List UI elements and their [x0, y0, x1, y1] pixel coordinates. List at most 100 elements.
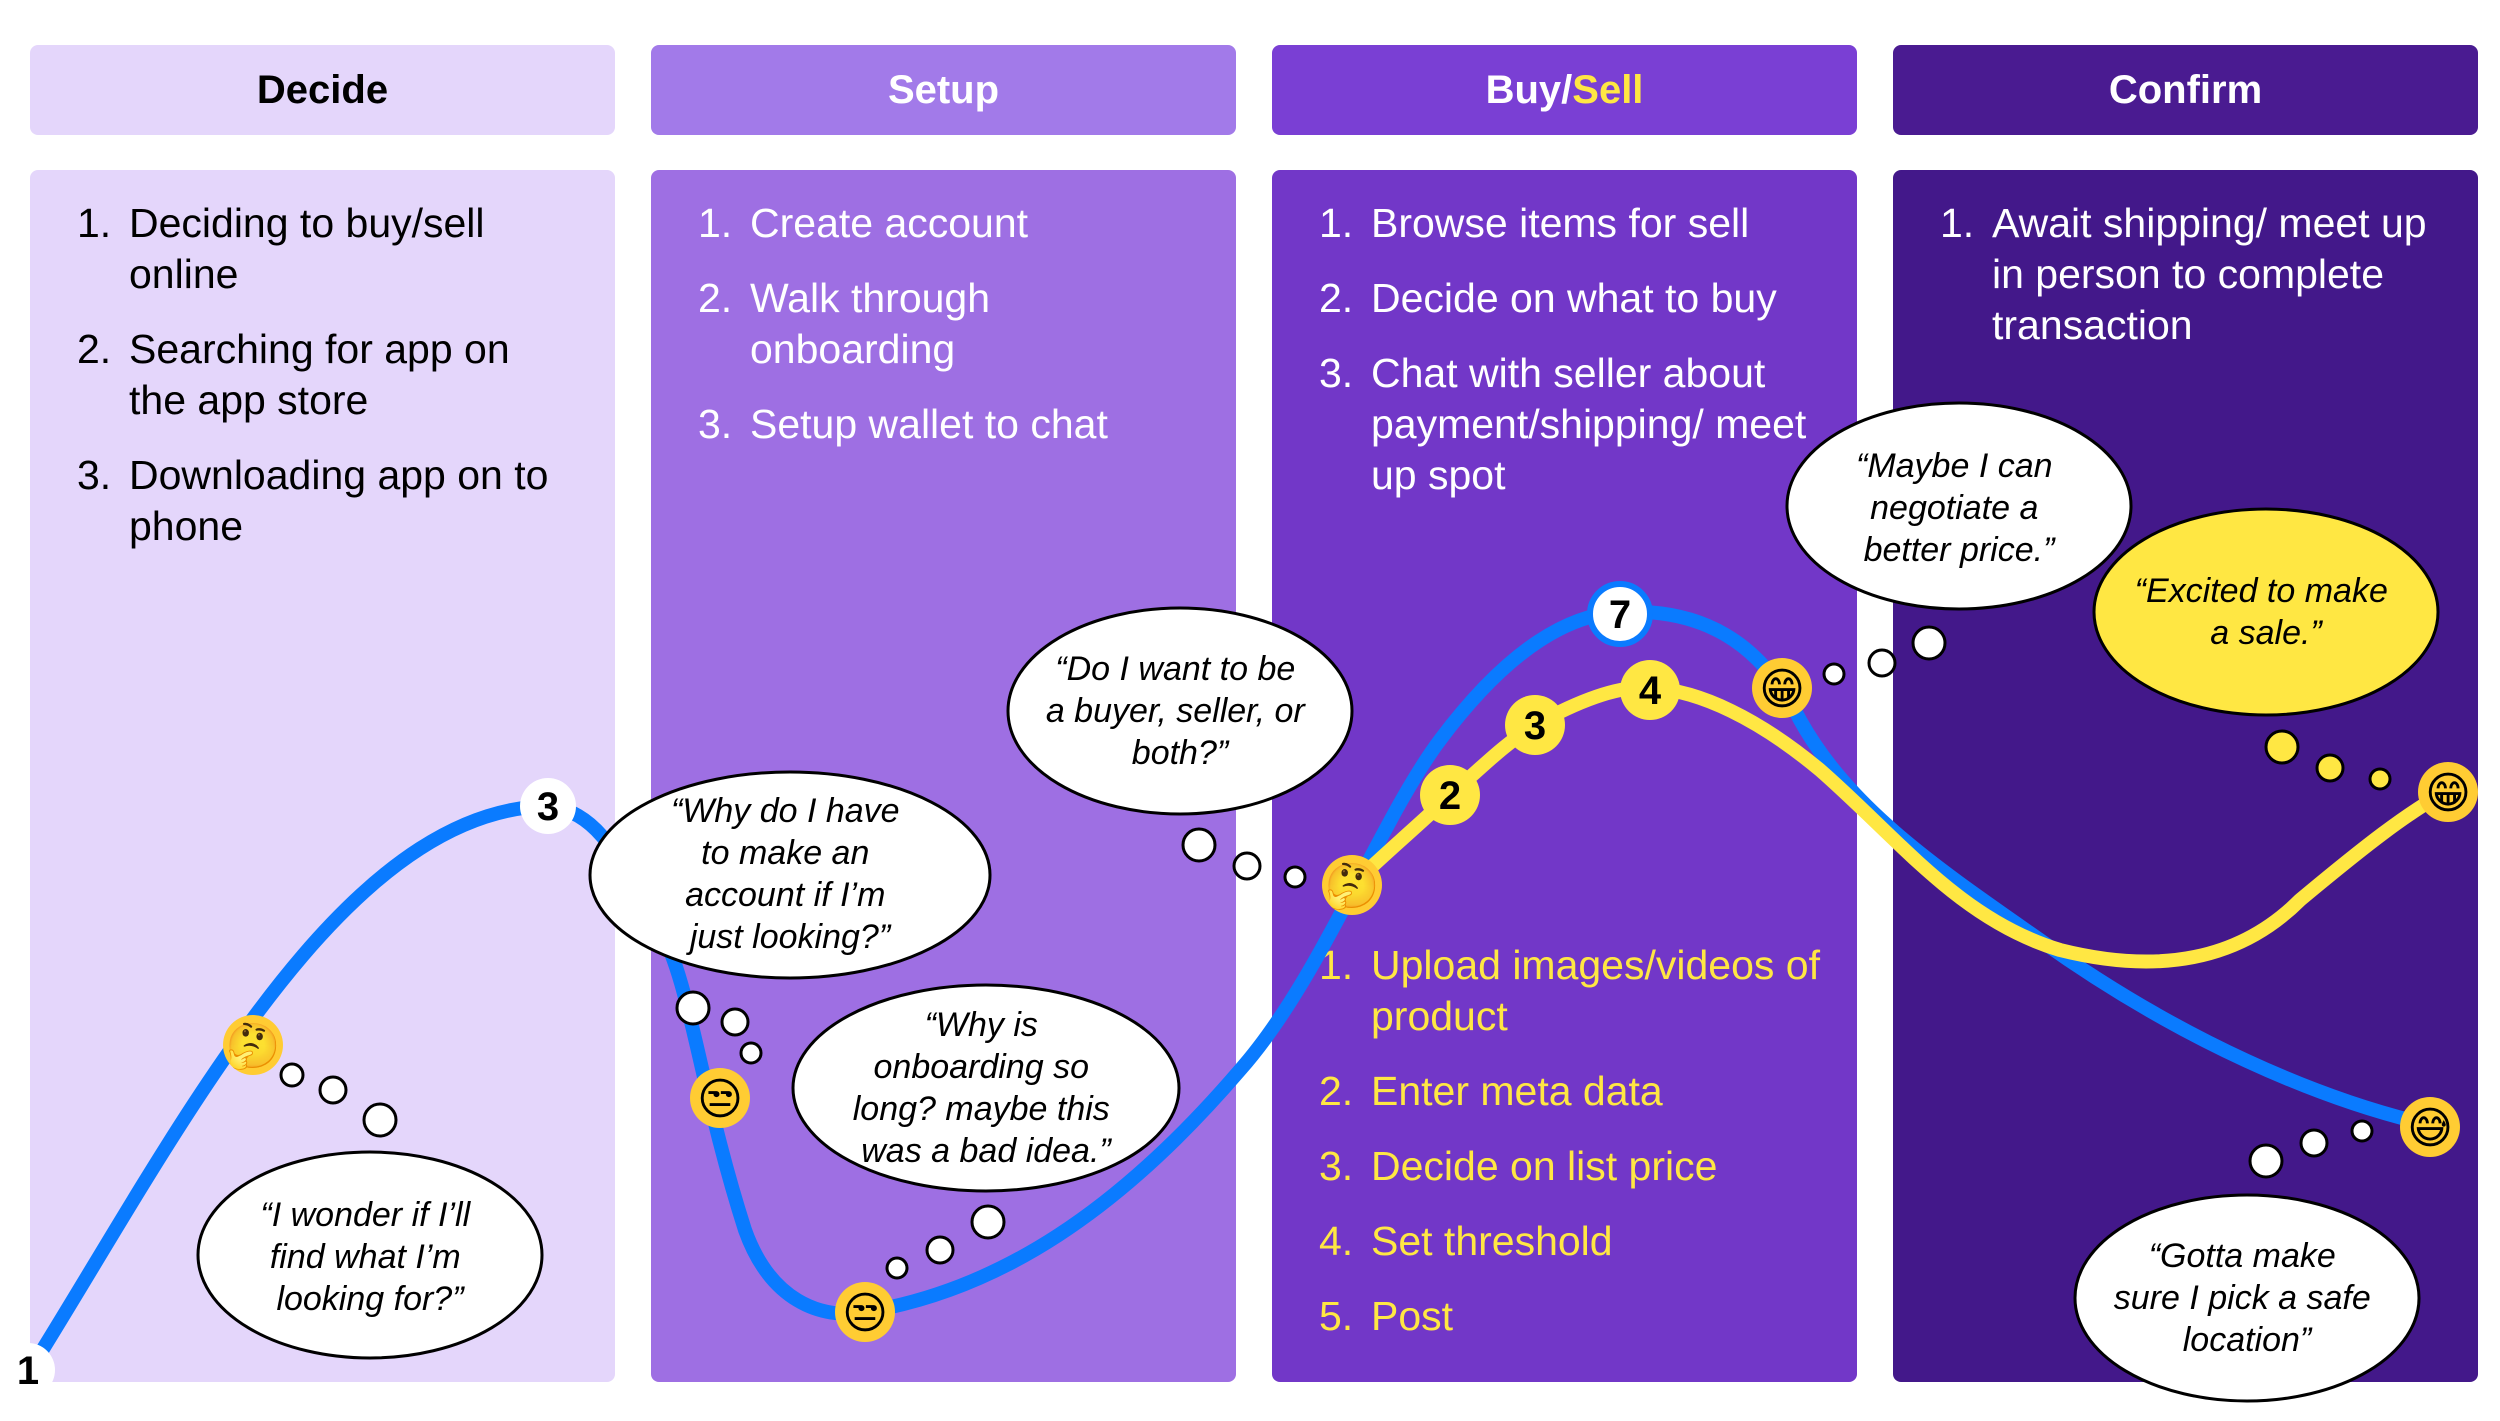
setup-steps: 1.Create account 2.Walk through onboardi… [698, 198, 1218, 474]
svg-text:“Why is onboarding so: “Why is onboarding so long? maybe this w… [853, 1006, 1120, 1170]
thought-line: long? maybe this [853, 1090, 1110, 1128]
svg-text:“Why do I have to make a: “Why do I have to make an account if I’m… [671, 792, 909, 956]
step-item: 4.Set threshold [1319, 1218, 1613, 1264]
thought-dot [1822, 662, 1846, 686]
unamused-face-icon: 😒 [697, 1074, 743, 1125]
thought-line: a buyer, seller, or [1046, 692, 1307, 730]
emoji-grin-seller: 😁 [2418, 762, 2478, 822]
step-item: 3.Setup wallet to chat [698, 401, 1108, 447]
step-item: 5.Post [1319, 1293, 1454, 1339]
thought-dot [1232, 851, 1262, 881]
thought-bubble-find: “I wonder if I’ll find what I’m looking … [196, 1062, 544, 1360]
thought-line: “Gotta make [2149, 1237, 2336, 1275]
thought-line: negotiate a [1870, 489, 2038, 527]
thought-line: “Excited to make [2135, 572, 2388, 610]
thought-bubble-onboarding: “Why is onboarding so long? maybe this w… [791, 983, 1181, 1280]
svg-text:“I wonder if I’ll find w: “I wonder if I’ll find what I’m looking … [260, 1196, 479, 1318]
thought-line: onboarding so [874, 1048, 1090, 1086]
confirm-steps: 1.Await shipping/ meet up in person to c… [1940, 198, 2440, 375]
step-item: 1.Await shipping/ meet up in person to c… [1940, 200, 2427, 348]
step-item: 2.Searching for app on the app store [77, 326, 510, 423]
emoji-face [223, 1015, 283, 1075]
thought-dot [279, 1062, 305, 1088]
badge-number: 3 [537, 785, 559, 829]
step-item: 2.Enter meta data [1319, 1068, 1663, 1114]
thought-bubble-negotiate: “Maybe I can negotiate a better price.” [1785, 401, 2133, 686]
thought-bubble-sale: “Excited to make a sale.” [2092, 507, 2440, 791]
thought-dot [1867, 648, 1897, 678]
thought-bubble-shape [1785, 401, 2133, 611]
seller-journey-line [1345, 680, 2457, 969]
thought-dot [1911, 625, 1947, 661]
thought-dot [2368, 767, 2392, 791]
thought-line: “Do I want to be [1055, 650, 1295, 688]
step-badge-start: 1 [1, 1343, 55, 1397]
emoji-face [2418, 762, 2478, 822]
badge-circle [1420, 765, 1480, 825]
emoji-thinking-buysell: 🤔 [1322, 855, 1382, 915]
step-item: 3.Chat with seller about payment/shippin… [1319, 350, 1807, 498]
thought-line: location” [2183, 1321, 2313, 1359]
thought-dot [925, 1235, 955, 1265]
badge-number: 1 [17, 1349, 39, 1393]
stage-header-buysell: Buy/Sell [1272, 45, 1857, 135]
step-item: 2.Walk through onboarding [698, 275, 991, 372]
stage-title-sell: Sell [1572, 67, 1644, 112]
thought-dot [970, 1204, 1006, 1240]
emoji-face [2400, 1097, 2460, 1157]
thought-dot [2264, 729, 2300, 765]
thought-bubble-shape [1006, 606, 1354, 816]
sweat-smile-face-icon: 😅 [2407, 1103, 2453, 1154]
step-item: 1.Browse items for sell [1319, 200, 1750, 246]
thought-line: “I wonder if I’ll [260, 1196, 471, 1234]
emoji-face [835, 1282, 895, 1342]
stage-header-decide: Decide [30, 45, 615, 135]
thought-line: find what I’m [270, 1238, 461, 1276]
thinking-face-icon: 🤔 [1325, 861, 1380, 912]
step-badge-seller-4: 4 [1620, 660, 1680, 720]
emoji-face [690, 1068, 750, 1128]
thought-bubble-shape [588, 770, 992, 980]
emoji-unamused-setup: 😒 [690, 1068, 750, 1128]
thought-line: both?” [1132, 734, 1230, 772]
thinking-face-icon: 🤔 [226, 1021, 281, 1072]
emoji-unamused-low: 😒 [835, 1282, 895, 1342]
badge-number: 3 [1524, 704, 1546, 748]
thought-bubble-location: “Gotta make sure I pick a safe location” [2073, 1119, 2421, 1403]
thought-line: “Why is [925, 1006, 1038, 1044]
svg-text:“Excited to make a sale.: “Excited to make a sale.” [2135, 572, 2398, 652]
thought-line: to make an [701, 834, 869, 872]
thought-dot [2315, 753, 2345, 783]
thought-dot [2350, 1119, 2374, 1143]
step-item: 1.Upload images/videos of product [1319, 942, 1820, 1039]
emoji-grin-buyer: 😁 [1752, 658, 1812, 718]
grinning-face-icon: 😁 [2425, 768, 2471, 819]
badge-circle [1505, 695, 1565, 755]
svg-text:“Gotta make sure I pick: “Gotta make sure I pick a safe location” [2114, 1237, 2380, 1359]
thought-dot [1181, 827, 1217, 863]
stage-title-confirm: Confirm [2108, 67, 2263, 112]
stage-header-setup: Setup [651, 45, 1236, 135]
unamused-face-icon: 😒 [842, 1288, 888, 1339]
thought-line: “Why do I have [671, 792, 900, 830]
badge-number: 4 [1639, 669, 1662, 713]
stage-header-confirm: Confirm [1893, 45, 2478, 135]
step-badge-decide-peak: 3 [520, 778, 576, 834]
step-item: 3.Downloading app on to phone [77, 452, 549, 549]
step-badge-buyer-peak: 7 [1587, 581, 1653, 647]
badge-number: 2 [1439, 774, 1461, 818]
thought-bubble-account: “Why do I have to make an account if I’m… [588, 770, 992, 1065]
thought-bubble-role: “Do I want to be a buyer, seller, or bot… [1006, 606, 1354, 889]
thought-dot [2248, 1143, 2284, 1179]
seller-steps: 1.Upload images/videos of product 2.Ente… [1319, 940, 1839, 1366]
svg-text:“Maybe I can negotiate a: “Maybe I can negotiate a better price.” [1856, 447, 2062, 569]
thought-line: a sale.” [2210, 614, 2323, 652]
step-badge-seller-3: 3 [1505, 695, 1565, 755]
stage-title-setup: Setup [887, 67, 1000, 112]
step-item: 3.Decide on list price [1319, 1143, 1718, 1189]
buyer-steps: 1.Browse items for sell 2.Decide on what… [1319, 198, 1839, 525]
emoji-face [1322, 855, 1382, 915]
thought-bubble-shape [2073, 1193, 2421, 1403]
badge-circle [520, 778, 576, 834]
